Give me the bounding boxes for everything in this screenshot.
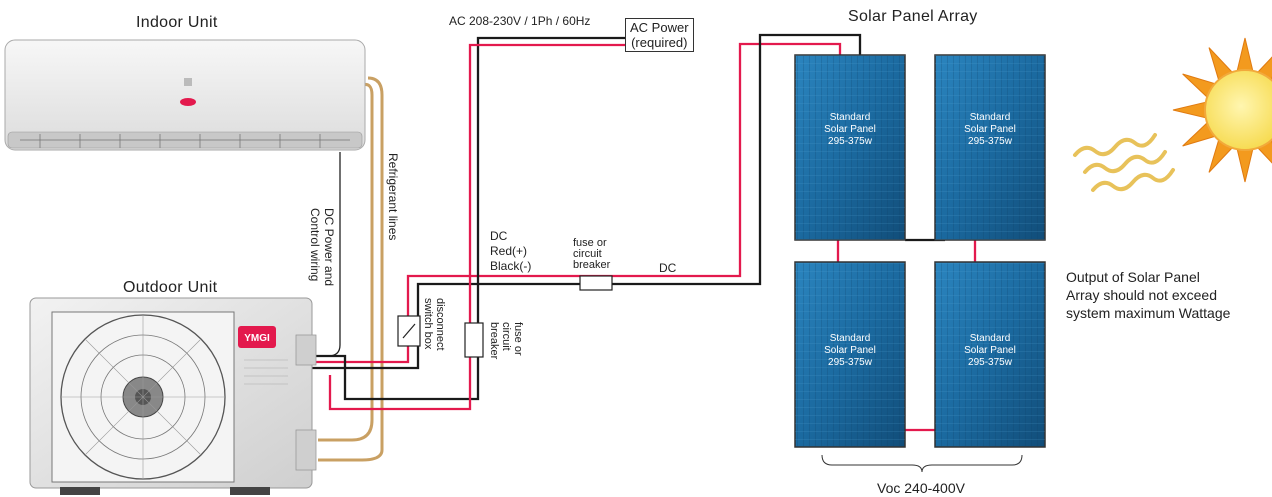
panel-1-label: Standard Solar Panel 295-375w (800, 112, 900, 148)
panel-4-line3: 295-375w (968, 357, 1012, 368)
solar-panel-2 (934, 54, 1046, 241)
panel-2-label: Standard Solar Panel 295-375w (940, 112, 1040, 148)
panel-4-line1: Standard (969, 333, 1011, 344)
outdoor-unit-title: Outdoor Unit (123, 279, 218, 296)
indoor-unit-image (4, 39, 366, 151)
panel-3-line1: Standard (829, 333, 871, 344)
dc-control-wiring-label: DC Power and Control wiring (308, 208, 336, 287)
refrigerant-lines-label: Refrigerant lines (386, 153, 400, 241)
output-note: Output of Solar Panel Array should not e… (1066, 269, 1231, 321)
dc-wiring (312, 33, 862, 370)
disconnect-label: disconnect switch box (422, 298, 446, 351)
panel-4-label: Standard Solar Panel 295-375w (940, 333, 1040, 369)
heat-waves-icon (1073, 133, 1175, 192)
dc-polarity-label: DC Red(+) Black(-) (490, 229, 532, 273)
indoor-unit-vents (39, 134, 321, 148)
voc-bracket (821, 454, 1023, 473)
solar-panel-3 (794, 261, 906, 448)
ac-fuse-label: fuse or circuit breaker (488, 322, 524, 360)
fan-grille-icon (51, 311, 235, 483)
disconnect-switch-icon (397, 315, 421, 347)
solar-panel-array (794, 54, 1046, 448)
solar-panel-4 (934, 261, 1046, 448)
solar-panel-1 (794, 54, 906, 241)
ac-power-box: AC Power (required) (625, 18, 694, 52)
dc-fuse-label: fuse or circuit breaker (573, 237, 611, 271)
ac-spec-label: AC 208-230V / 1Ph / 60Hz (449, 14, 591, 28)
voc-label: Voc 240-400V (877, 480, 965, 496)
outdoor-logo-badge (238, 326, 276, 348)
panel-1-line1: Standard (829, 112, 871, 123)
dc-line-label: DC (659, 261, 677, 275)
ac-wiring (312, 36, 625, 411)
sun-ray (1172, 101, 1207, 119)
solar-array-title: Solar Panel Array (848, 8, 978, 25)
indoor-logo-icon (180, 98, 196, 106)
sun-icon (1172, 37, 1272, 183)
panel-3-label: Standard Solar Panel 295-375w (800, 333, 900, 369)
outdoor-logo-text: YMGI (244, 333, 270, 344)
ac-fuse-icon (464, 322, 484, 358)
panel-3-line3: 295-375w (828, 357, 872, 368)
panel-2-line2: Solar Panel (964, 124, 1016, 135)
panel-1-line2: Solar Panel (824, 124, 876, 135)
panel-1-line3: 295-375w (828, 136, 872, 147)
panel-4-line2: Solar Panel (964, 345, 1016, 356)
outdoor-unit-image: YMGI (29, 297, 317, 495)
indoor-unit-title: Indoor Unit (136, 14, 218, 31)
indoor-display-icon (184, 78, 192, 86)
sun-ray (1236, 148, 1254, 183)
panel-2-line3: 295-375w (968, 136, 1012, 147)
dc-fuse-icon (579, 275, 613, 291)
refrigerant-lines (318, 76, 384, 462)
sun-ray (1236, 37, 1254, 72)
panel-2-line1: Standard (969, 112, 1011, 123)
panel-3-line2: Solar Panel (824, 345, 876, 356)
